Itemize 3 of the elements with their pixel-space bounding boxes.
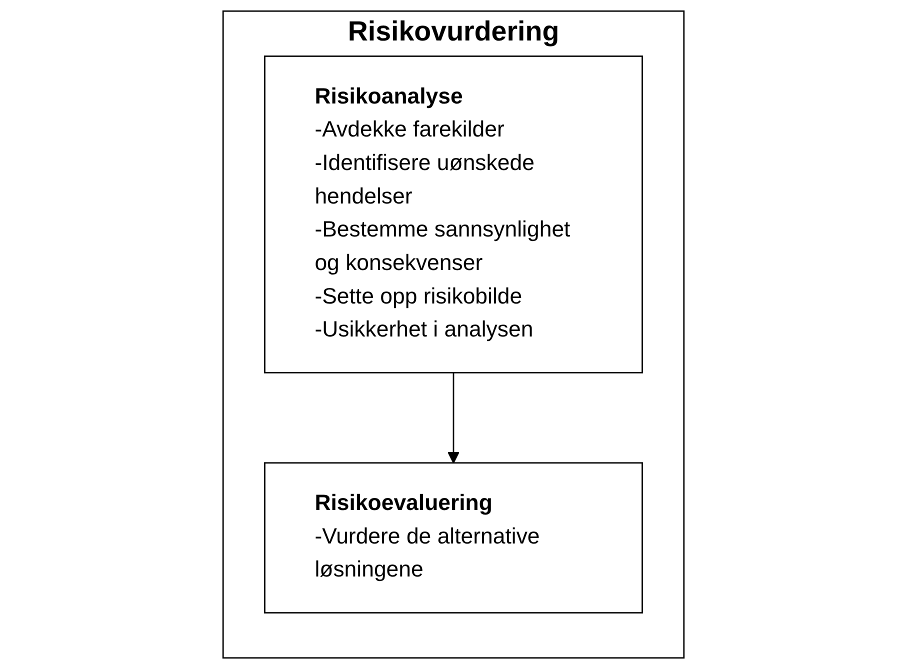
node-box: Risikoevaluering -Vurdere de alternative løsningene	[264, 462, 643, 614]
node-box: Risikoanalyse -Avdekke farekilder -Identifisere uønskede hendelser -Bestemme sannsynlighet og konsekvenser -Sette opp risikobilde -Usikkerhet i analysen	[264, 56, 643, 374]
arrow	[447, 372, 460, 464]
